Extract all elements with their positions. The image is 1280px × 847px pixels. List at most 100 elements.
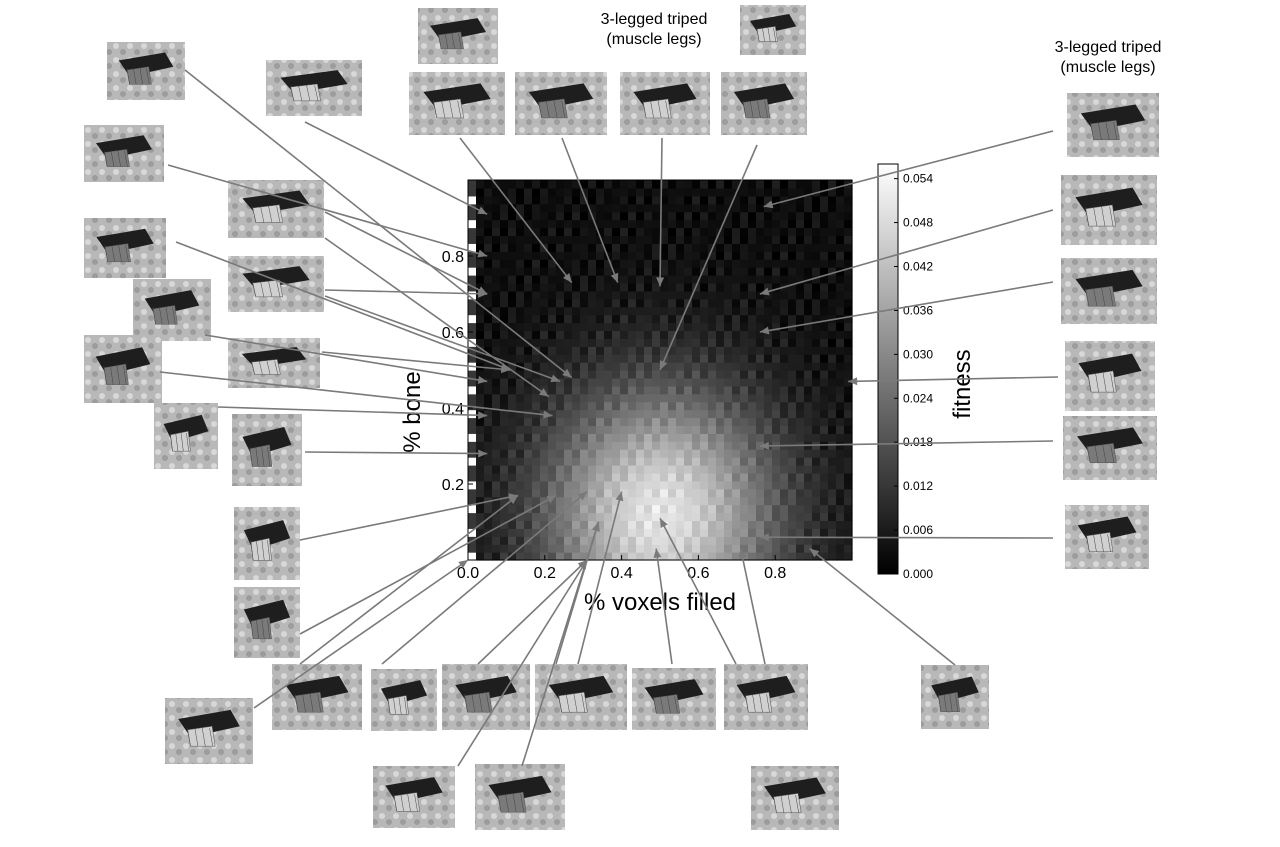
heatmap-cell bbox=[524, 243, 533, 252]
heatmap-cell bbox=[580, 282, 589, 292]
heatmap-cell bbox=[812, 488, 821, 498]
heatmap-cell bbox=[516, 393, 525, 403]
heatmap-cell bbox=[764, 180, 773, 189]
heatmap-cell bbox=[836, 195, 845, 205]
heatmap-cell bbox=[796, 536, 805, 545]
heatmap-cell bbox=[804, 417, 813, 427]
heatmap-cell bbox=[508, 512, 517, 522]
heatmap-cell bbox=[844, 520, 853, 529]
heatmap-cell bbox=[532, 370, 541, 379]
heatmap-cell bbox=[580, 346, 589, 355]
heatmap-cell bbox=[740, 306, 749, 316]
heatmap-cell bbox=[756, 275, 765, 284]
heatmap-cell bbox=[796, 457, 805, 466]
heatmap-cell bbox=[764, 227, 773, 237]
heatmap-cell bbox=[636, 259, 645, 268]
heatmap-cell bbox=[828, 433, 837, 442]
heatmap-cell bbox=[820, 195, 829, 205]
heatmap-cell bbox=[564, 259, 573, 268]
robot-thumbnail bbox=[921, 665, 989, 729]
heatmap-cell bbox=[708, 488, 717, 498]
annotation-arrow bbox=[457, 559, 588, 767]
heatmap-cell bbox=[684, 409, 693, 419]
heatmap-cell bbox=[700, 290, 709, 300]
heatmap-cell bbox=[628, 362, 637, 371]
heatmap-cell bbox=[828, 267, 837, 276]
heatmap-cell bbox=[660, 243, 669, 252]
heatmap-cell bbox=[516, 417, 525, 427]
heatmap-cell bbox=[612, 512, 621, 522]
heatmap-cell bbox=[620, 480, 629, 490]
heatmap-cell bbox=[508, 306, 517, 316]
heatmap-cell bbox=[708, 393, 717, 403]
heatmap-cell bbox=[796, 528, 805, 537]
heatmap-cell bbox=[660, 219, 669, 229]
annotation-arrow bbox=[759, 209, 1054, 296]
heatmap-cell bbox=[844, 528, 853, 537]
heatmap-cell bbox=[492, 512, 501, 522]
heatmap-cell bbox=[668, 488, 677, 498]
heatmap-cell bbox=[668, 544, 677, 553]
heatmap-cell bbox=[540, 377, 549, 387]
heatmap-cell bbox=[732, 322, 741, 332]
heatmap-cell bbox=[836, 520, 845, 529]
heatmap-cell bbox=[676, 536, 685, 545]
heatmap-cell bbox=[708, 377, 717, 387]
heatmap-cell bbox=[596, 472, 605, 482]
heatmap-cell bbox=[780, 306, 789, 316]
heatmap-cell bbox=[644, 306, 653, 316]
heatmap-cell bbox=[628, 512, 637, 522]
heatmap-cell bbox=[788, 267, 797, 276]
heatmap-cell bbox=[468, 433, 477, 442]
heatmap-cell bbox=[572, 393, 581, 403]
heatmap-cell bbox=[612, 544, 621, 553]
heatmap-cell bbox=[748, 441, 757, 450]
heatmap-cell bbox=[540, 290, 549, 300]
heatmap-cell bbox=[500, 211, 509, 221]
heatmap-cell bbox=[764, 370, 773, 379]
heatmap-cell bbox=[836, 290, 845, 300]
heatmap-cell bbox=[484, 472, 493, 482]
heatmap-cell bbox=[612, 536, 621, 545]
heatmap-cell bbox=[828, 385, 837, 395]
heatmap-cell bbox=[724, 370, 733, 379]
heatmap-cell bbox=[620, 267, 629, 276]
heatmap-cell bbox=[660, 401, 669, 411]
heatmap-cell bbox=[492, 520, 501, 529]
heatmap-cell bbox=[532, 441, 541, 450]
heatmap-cell bbox=[540, 433, 549, 442]
heatmap-cell bbox=[548, 425, 557, 434]
heatmap-cell bbox=[676, 306, 685, 316]
heatmap-cell bbox=[540, 322, 549, 332]
heatmap-cell bbox=[604, 488, 613, 498]
heatmap-cell bbox=[524, 544, 533, 553]
heatmap-cell bbox=[484, 267, 493, 276]
heatmap-cell bbox=[812, 417, 821, 427]
robot-thumbnail bbox=[228, 256, 324, 312]
heatmap-cell bbox=[740, 251, 749, 260]
heatmap-cell bbox=[668, 251, 677, 260]
heatmap-cell bbox=[484, 401, 493, 411]
heatmap-cell bbox=[468, 441, 477, 450]
heatmap-cell bbox=[676, 259, 685, 268]
heatmap-cell bbox=[612, 251, 621, 260]
heatmap-cell bbox=[804, 409, 813, 419]
heatmap-cell bbox=[844, 275, 853, 284]
heatmap-cell bbox=[636, 298, 645, 308]
heatmap-cell bbox=[700, 187, 709, 197]
heatmap-cell bbox=[804, 338, 813, 347]
heatmap-cell bbox=[628, 219, 637, 229]
heatmap-cell bbox=[836, 227, 845, 237]
heatmap-cell bbox=[716, 354, 725, 363]
heatmap-cell bbox=[764, 203, 773, 213]
robot-thumbnail bbox=[1067, 93, 1159, 157]
heatmap-cell bbox=[668, 330, 677, 339]
heatmap-cell bbox=[644, 251, 653, 260]
heatmap-cell bbox=[548, 409, 557, 419]
heatmap-cell bbox=[508, 488, 517, 498]
heatmap-cell bbox=[468, 227, 477, 237]
heatmap-cell bbox=[548, 401, 557, 411]
heatmap-cell bbox=[604, 528, 613, 537]
heatmap-cell bbox=[564, 512, 573, 522]
heatmap-cell bbox=[844, 409, 853, 419]
